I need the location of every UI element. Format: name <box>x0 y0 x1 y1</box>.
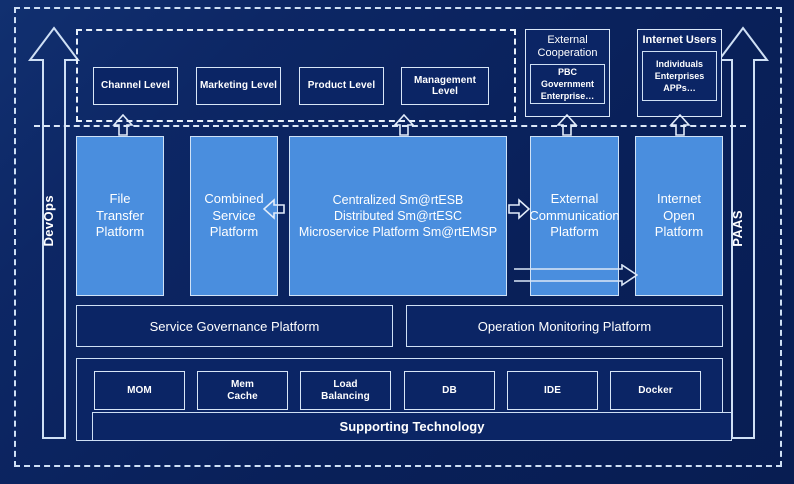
arrow-up-to-management-level-icon <box>393 114 415 136</box>
tech-item-mem-cache-line2: Cache <box>227 390 258 402</box>
service-governance-platform[interactable]: Service Governance Platform <box>76 305 393 347</box>
platform-external-comm-line1: External <box>550 191 599 207</box>
internet-users-inner-line3: APPs… <box>663 83 696 94</box>
supporting-technology-bar-label: Supporting Technology <box>339 419 485 434</box>
platform-combined-service[interactable]: Combined Service Platform <box>190 136 278 296</box>
tech-item-load-balancing[interactable]: Load Balancing <box>300 371 391 410</box>
arrow-up-to-internet-users-icon <box>669 114 691 136</box>
platform-central-line1: Centralized Sm@rtESB <box>332 193 464 207</box>
arrow-right-center-to-external-comm-icon <box>508 198 530 220</box>
internet-users-title: Internet Users <box>642 34 717 46</box>
app-level-management-label: Management Level <box>413 74 477 98</box>
arrow-up-to-channel-level-icon <box>112 114 134 136</box>
app-level-product-label: Product Level <box>307 80 376 92</box>
platform-file-transfer-line2: Transfer <box>96 207 144 223</box>
platform-file-transfer-line1: File <box>109 191 131 207</box>
internet-users-group[interactable]: Internet Users Individuals Enterprises A… <box>637 29 722 117</box>
internet-users-inner-line1: Individuals <box>655 58 703 69</box>
app-level-management[interactable]: Management Level <box>401 67 489 105</box>
platform-central-service-bus[interactable]: Centralized Sm@rtESB Distributed Sm@rtES… <box>289 136 507 296</box>
platform-central-line3: Microservice Platform Sm@rtEMSP <box>298 225 498 239</box>
arrow-left-combined-to-center-icon <box>263 198 285 220</box>
paas-arrow <box>716 25 770 441</box>
app-level-marketing-label: Marketing Level <box>199 80 278 92</box>
tech-item-mom-label: MOM <box>127 384 152 396</box>
devops-arrow <box>27 25 81 441</box>
tech-item-db[interactable]: DB <box>404 371 495 410</box>
app-level-channel[interactable]: Channel Level <box>93 67 178 105</box>
service-governance-platform-label: Service Governance Platform <box>149 318 320 334</box>
app-level-channel-label: Channel Level <box>100 80 171 92</box>
supporting-technology-bar[interactable]: Supporting Technology <box>92 412 732 441</box>
application-levels-container <box>76 29 516 122</box>
tech-item-load-balancing-line2: Balancing <box>321 390 370 402</box>
platform-internet-open-line2: Open <box>663 207 695 223</box>
tech-item-docker[interactable]: Docker <box>610 371 701 410</box>
platform-file-transfer-line3: Platform <box>95 224 145 240</box>
operation-monitoring-platform-label: Operation Monitoring Platform <box>477 318 652 334</box>
external-cooperation-group[interactable]: External Cooperation PBC Government Ente… <box>525 29 610 117</box>
platform-internet-open[interactable]: Internet Open Platform <box>635 136 723 296</box>
internet-users-inner-line2: Enterprises <box>654 71 705 82</box>
platform-internet-open-line3: Platform <box>654 224 704 240</box>
tech-item-db-label: DB <box>442 384 457 396</box>
arrow-up-to-external-cooperation-icon <box>556 114 578 136</box>
tech-item-docker-label: Docker <box>638 384 673 396</box>
layer-separator <box>34 125 746 127</box>
platform-external-comm-line2: Communication <box>529 207 620 223</box>
platform-combined-service-line2: Service <box>212 207 256 223</box>
platform-file-transfer[interactable]: File Transfer Platform <box>76 136 164 296</box>
internet-users-inner: Individuals Enterprises APPs… <box>642 51 717 102</box>
external-cooperation-inner: PBC Government Enterprise… <box>530 64 605 105</box>
tech-item-mem-cache[interactable]: Mem Cache <box>197 371 288 410</box>
tech-item-ide[interactable]: IDE <box>507 371 598 410</box>
external-cooperation-inner-line1: PBC Government <box>540 67 594 90</box>
tech-item-load-balancing-line1: Load <box>333 379 358 390</box>
external-cooperation-inner-line2: Enterprise… <box>540 91 595 102</box>
tech-item-mom[interactable]: MOM <box>94 371 185 410</box>
external-cooperation-title-line2: Cooperation <box>537 47 598 60</box>
external-cooperation-title-line1: External <box>547 34 588 46</box>
platform-external-comm-line3: Platform <box>550 224 599 240</box>
app-level-product[interactable]: Product Level <box>299 67 384 105</box>
platform-internet-open-line1: Internet <box>656 191 702 207</box>
platform-combined-service-line3: Platform <box>209 224 259 240</box>
tech-item-ide-label: IDE <box>544 384 561 396</box>
tech-item-mem-cache-line1: Mem <box>230 379 255 390</box>
platform-central-line2: Distributed Sm@rtESC <box>333 209 462 223</box>
app-level-marketing[interactable]: Marketing Level <box>196 67 281 105</box>
operation-monitoring-platform[interactable]: Operation Monitoring Platform <box>406 305 723 347</box>
platform-combined-service-line1: Combined <box>204 191 264 207</box>
outer-boundary <box>14 7 782 467</box>
arrow-right-center-to-internet-open-icon <box>514 264 638 288</box>
